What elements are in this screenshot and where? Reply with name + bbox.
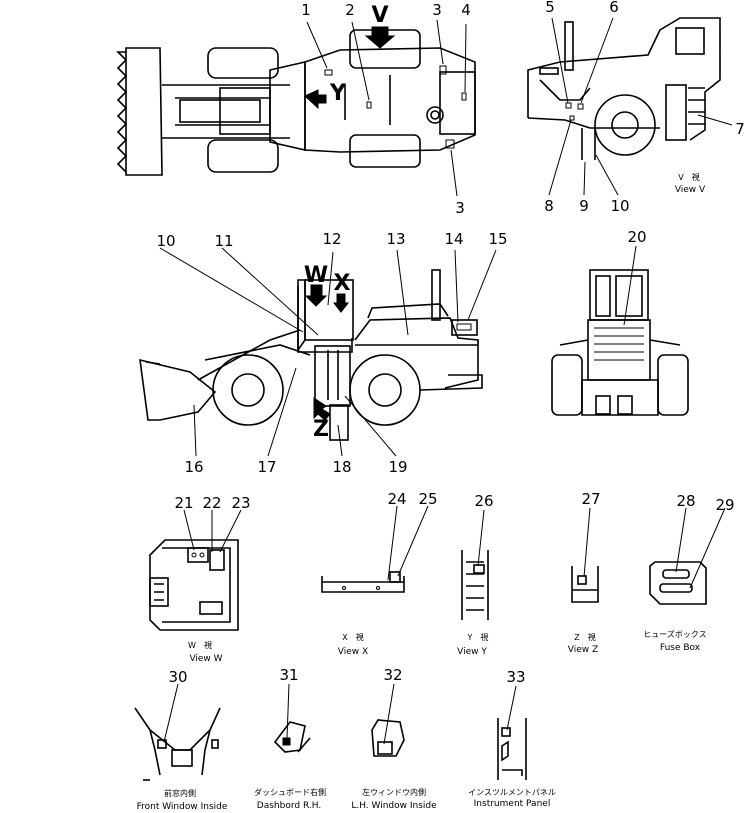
view-w-drawing <box>149 509 242 631</box>
view-letter-w: W <box>304 263 328 288</box>
callout-22: 21 <box>174 494 193 512</box>
callout-15: 14 <box>444 230 463 248</box>
caption-instrument-panel: Instrument Panel <box>474 799 551 809</box>
callout-34: 33 <box>506 668 525 686</box>
caption-fuse-box: Fuse Box <box>660 643 701 653</box>
callout-3-bottom: 3 <box>455 199 465 217</box>
callout-8: 8 <box>544 197 554 215</box>
view-letter-v: V <box>371 3 388 28</box>
caption-lh-window-jp: 左ウィンドウ内側 <box>362 787 426 797</box>
caption-view-z: View Z <box>568 645 598 655</box>
caption-fuse-box-jp: ヒューズボックス <box>643 629 706 639</box>
callout-18: 17 <box>257 458 276 476</box>
callout-24: 23 <box>231 494 250 512</box>
callout-11: 10 <box>156 232 175 250</box>
view-y-drawing <box>461 509 489 620</box>
caption-view-w-jp: W 視 <box>188 641 212 650</box>
rear-view-loader <box>551 245 689 416</box>
lh-window-drawing <box>371 683 405 757</box>
callout-30: 29 <box>715 496 734 514</box>
callout-28: 27 <box>581 490 600 508</box>
caption-view-v: View V <box>675 185 706 195</box>
callout-20: 19 <box>388 458 407 476</box>
callout-31: 30 <box>168 668 187 686</box>
callout-19: 18 <box>332 458 351 476</box>
callout-23: 22 <box>202 494 221 512</box>
callout-3-top: 3 <box>432 1 442 19</box>
view-v-drawing <box>527 17 733 196</box>
caption-lh-window: L.H. Window Inside <box>351 801 437 811</box>
caption-view-y-jp: Y 視 <box>467 633 489 642</box>
fuse-box-drawing <box>649 507 726 605</box>
callout-17: 16 <box>184 458 203 476</box>
caption-view-y: View Y <box>457 647 487 657</box>
view-letter-y: Y <box>329 81 347 106</box>
callout-9: 9 <box>579 197 589 215</box>
callout-16: 15 <box>488 230 507 248</box>
caption-front-window-jp: 前窓内側 <box>164 788 196 798</box>
dashboard-drawing <box>273 683 311 753</box>
callout-33: 32 <box>383 666 402 684</box>
callout-29: 28 <box>676 492 695 510</box>
caption-instrument-panel-jp: インスツルメントパネル <box>468 788 556 797</box>
callout-5: 5 <box>545 0 555 16</box>
caption-view-z-jp: Z 視 <box>574 633 595 642</box>
side-view-loader <box>139 247 497 457</box>
caption-dashboard-jp: ダッシュボード右側 <box>254 787 326 797</box>
callout-14: 13 <box>386 230 405 248</box>
instrument-panel-drawing <box>497 685 527 780</box>
view-letter-z: Z <box>313 417 329 442</box>
callout-2: 2 <box>345 1 355 19</box>
callout-32: 31 <box>279 666 298 684</box>
caption-view-x: View X <box>338 647 368 657</box>
callout-6: 6 <box>609 0 619 16</box>
top-view-loader <box>116 19 476 197</box>
caption-front-window: Front Window Inside <box>137 802 228 812</box>
callout-4: 4 <box>461 1 471 19</box>
view-x-drawing <box>321 505 429 593</box>
callout-7: 7 <box>735 120 745 138</box>
caption-dashboard: Dashbord R.H. <box>257 801 321 811</box>
callout-10: 10 <box>610 197 629 215</box>
callout-26: 25 <box>418 490 437 508</box>
view-letter-x: X <box>334 271 351 296</box>
view-z-drawing <box>571 507 599 603</box>
caption-view-x-jp: X 視 <box>342 633 363 642</box>
caption-view-v-jp: V 視 <box>678 173 699 182</box>
callout-1: 1 <box>301 1 311 19</box>
callout-25: 24 <box>387 490 406 508</box>
caption-view-w: View W <box>189 654 222 664</box>
callout-27: 26 <box>474 492 493 510</box>
callout-13: 12 <box>322 230 341 248</box>
callout-12: 11 <box>214 232 233 250</box>
callout-21: 20 <box>627 228 646 246</box>
front-window-drawing <box>134 683 221 781</box>
